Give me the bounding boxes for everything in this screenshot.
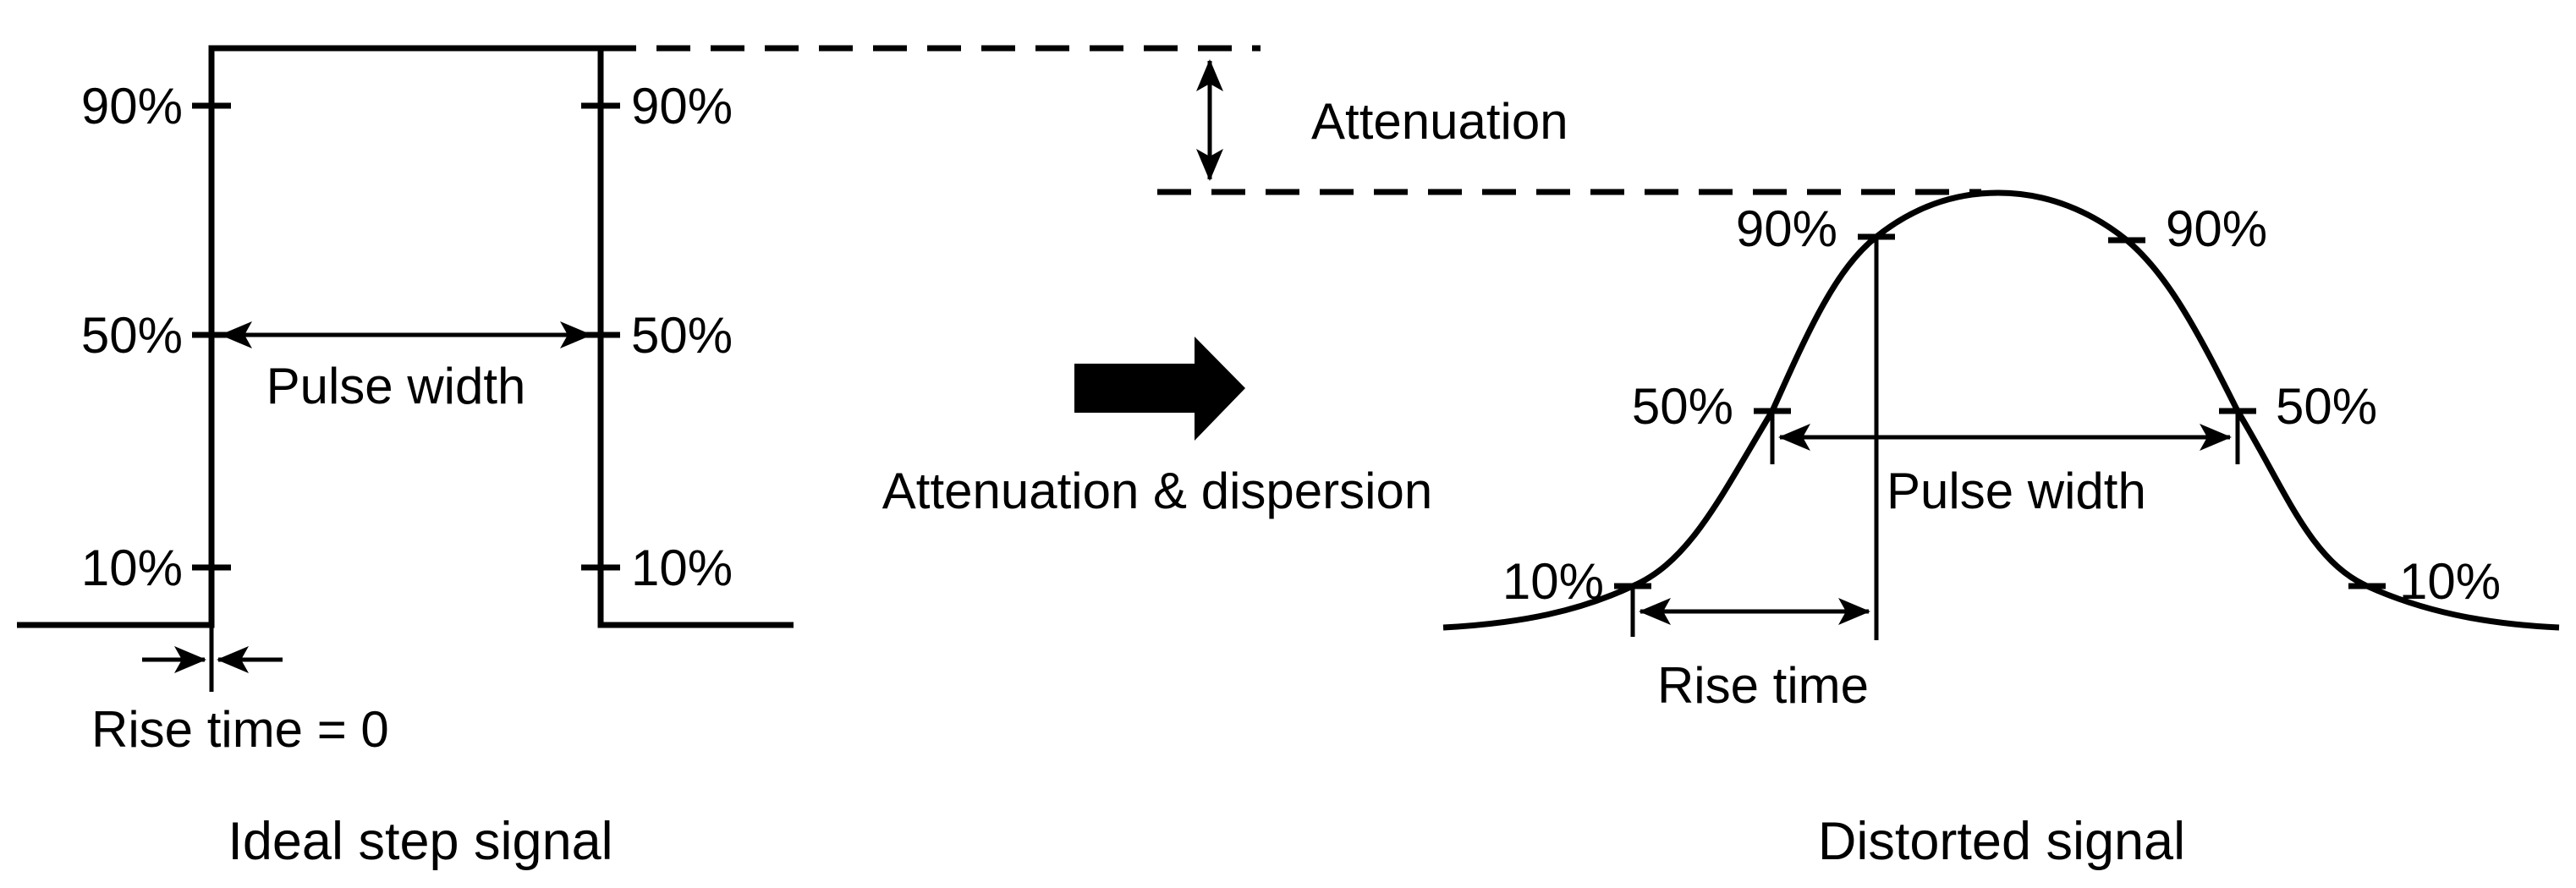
ideal-pulse-width-label: Pulse width: [266, 358, 526, 414]
distorted-90-right-label: 90%: [2166, 200, 2267, 257]
distorted-50-left-label: 50%: [1632, 378, 1733, 435]
ideal-10-left-label: 10%: [81, 540, 183, 596]
distorted-rise-time-label: Rise time: [1657, 657, 1869, 714]
distorted-pulse-width-label: Pulse width: [1887, 463, 2146, 519]
distorted-90-left-label: 90%: [1736, 200, 1837, 257]
distorted-caption: Distorted signal: [1818, 812, 2185, 871]
transform-arrow-icon: [1074, 337, 1245, 441]
distorted-10-left-label: 10%: [1502, 553, 1604, 610]
distorted-50-right-label: 50%: [2276, 378, 2377, 435]
ideal-step-signal: 90% 50% 10% 90% 50% 10% Pulse width Rise…: [17, 45, 794, 871]
ideal-90-right-label: 90%: [631, 78, 733, 134]
ideal-50-left-label: 50%: [81, 307, 183, 364]
ideal-caption: Ideal step signal: [228, 812, 612, 871]
distorted-10-right-label: 10%: [2399, 553, 2501, 610]
transform-process-label: Attenuation & dispersion: [882, 463, 1432, 519]
attenuation-label: Attenuation: [1311, 93, 1568, 150]
distorted-signal: 10% 50% 90% 90% 50% 10% Pulse width Rise…: [1442, 189, 2560, 871]
rise-time-zero-label: Rise time = 0: [91, 701, 389, 758]
ideal-50-right-label: 50%: [631, 307, 733, 364]
ideal-90-left-label: 90%: [81, 78, 183, 134]
ideal-10-right-label: 10%: [631, 540, 733, 596]
distorted-waveform: [1442, 189, 2560, 631]
transformation: Attenuation Attenuation & dispersion: [602, 45, 1981, 519]
ideal-step-waveform: [17, 45, 794, 628]
